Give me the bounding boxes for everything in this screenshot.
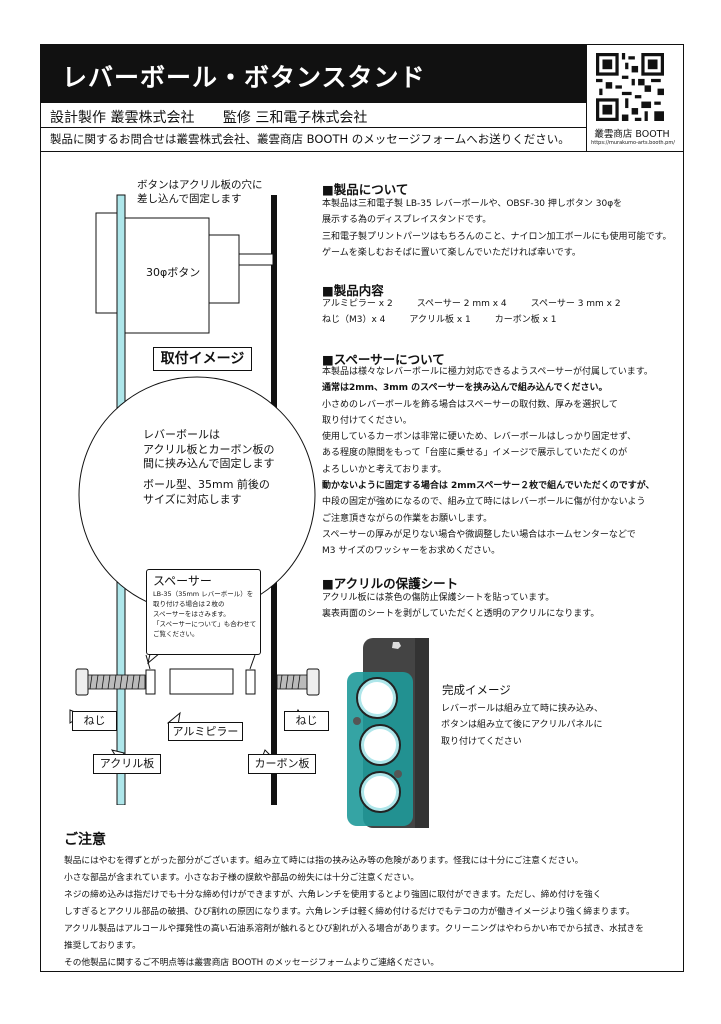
button-terminal	[238, 253, 274, 266]
complete-title: 完成イメージ	[442, 683, 511, 697]
contact-note: 製品に関するお問合せは叢雲株式会社、叢雲商店 BOOTH のメッセージフォームへ…	[50, 132, 570, 146]
mount-image-label: 取付イメージ	[153, 347, 252, 371]
shop-label: 叢雲商店 BOOTH	[594, 129, 670, 140]
spacer-callout: スペーサー LB-35（35mm レバーボール）を 取り付ける場合は２枚の スペ…	[146, 569, 261, 655]
credit-line: 設計製作 叢雲株式会社 監修 三和電子株式会社	[50, 107, 391, 127]
qr-code-icon	[596, 53, 664, 121]
completed-stand-image	[347, 638, 429, 828]
acrylic-label: アクリル板	[93, 754, 161, 774]
spacer-right	[245, 669, 256, 695]
aluminum-pillar	[169, 668, 234, 695]
design-credit: 設計製作 叢雲株式会社	[50, 110, 195, 126]
sheet-heading: ■アクリルの保護シート	[322, 576, 459, 591]
mount-diagram	[69, 194, 320, 805]
divider	[41, 151, 684, 152]
size-note: ボール型、35mm 前後の サイズに対応します	[143, 478, 270, 506]
contents-heading: ■製品内容	[322, 283, 384, 298]
caution-heading: ご注意	[64, 832, 106, 848]
title-bar	[41, 45, 586, 103]
button-label: 30φボタン	[146, 266, 201, 279]
spacer-heading: ■スペーサーについて	[322, 352, 445, 367]
button-housing	[124, 217, 210, 334]
about-heading: ■製品について	[322, 182, 409, 197]
divider	[41, 127, 586, 128]
carbon-label: カーボン板	[248, 754, 316, 774]
sheet-text: アクリル板には茶色の傷防止保護シートを貼っています。 裏表両面のシートを剥がして…	[322, 593, 600, 620]
lever-note: レバーボールは アクリル板とカーボン板の 間に挟み込んで固定します	[143, 428, 275, 470]
supervise-credit: 監修 三和電子株式会社	[222, 110, 368, 126]
shop-url: https://murakumo-arts.booth.pm/	[591, 140, 675, 146]
pillar-label: アルミピラー	[168, 722, 243, 741]
screw-head-left	[75, 668, 89, 696]
spacer-text: 本製品は様々なレバーボールに極力対応できるようスペーサーが付属しています。 通常…	[322, 367, 655, 557]
screw-label-left: ねじ	[72, 711, 117, 731]
button-switch	[208, 234, 240, 304]
screw-head-right	[306, 668, 320, 696]
button-bezel	[95, 212, 118, 314]
page-title: レバーボール・ボタンスタンド	[62, 63, 426, 92]
screw-label-right: ねじ	[284, 711, 329, 731]
page-frame	[40, 44, 684, 972]
button-note: ボタンはアクリル板の穴に 差し込んで固定します	[137, 179, 263, 205]
caution-text: 製品にはやむを得ずとがった部分がございます。組み立て時には指の挟み込み等の危険が…	[64, 856, 644, 968]
about-text: 本製品は三和電子製 LB-35 レバーボールや、OBSF-30 押しボタン 30…	[322, 199, 672, 258]
complete-text: レバーボールは組み立て時に挟み込み、 ボタンは組み立て後にアクリルパネルに 取り…	[441, 704, 604, 747]
divider	[586, 45, 587, 151]
spacer-left	[145, 669, 156, 695]
